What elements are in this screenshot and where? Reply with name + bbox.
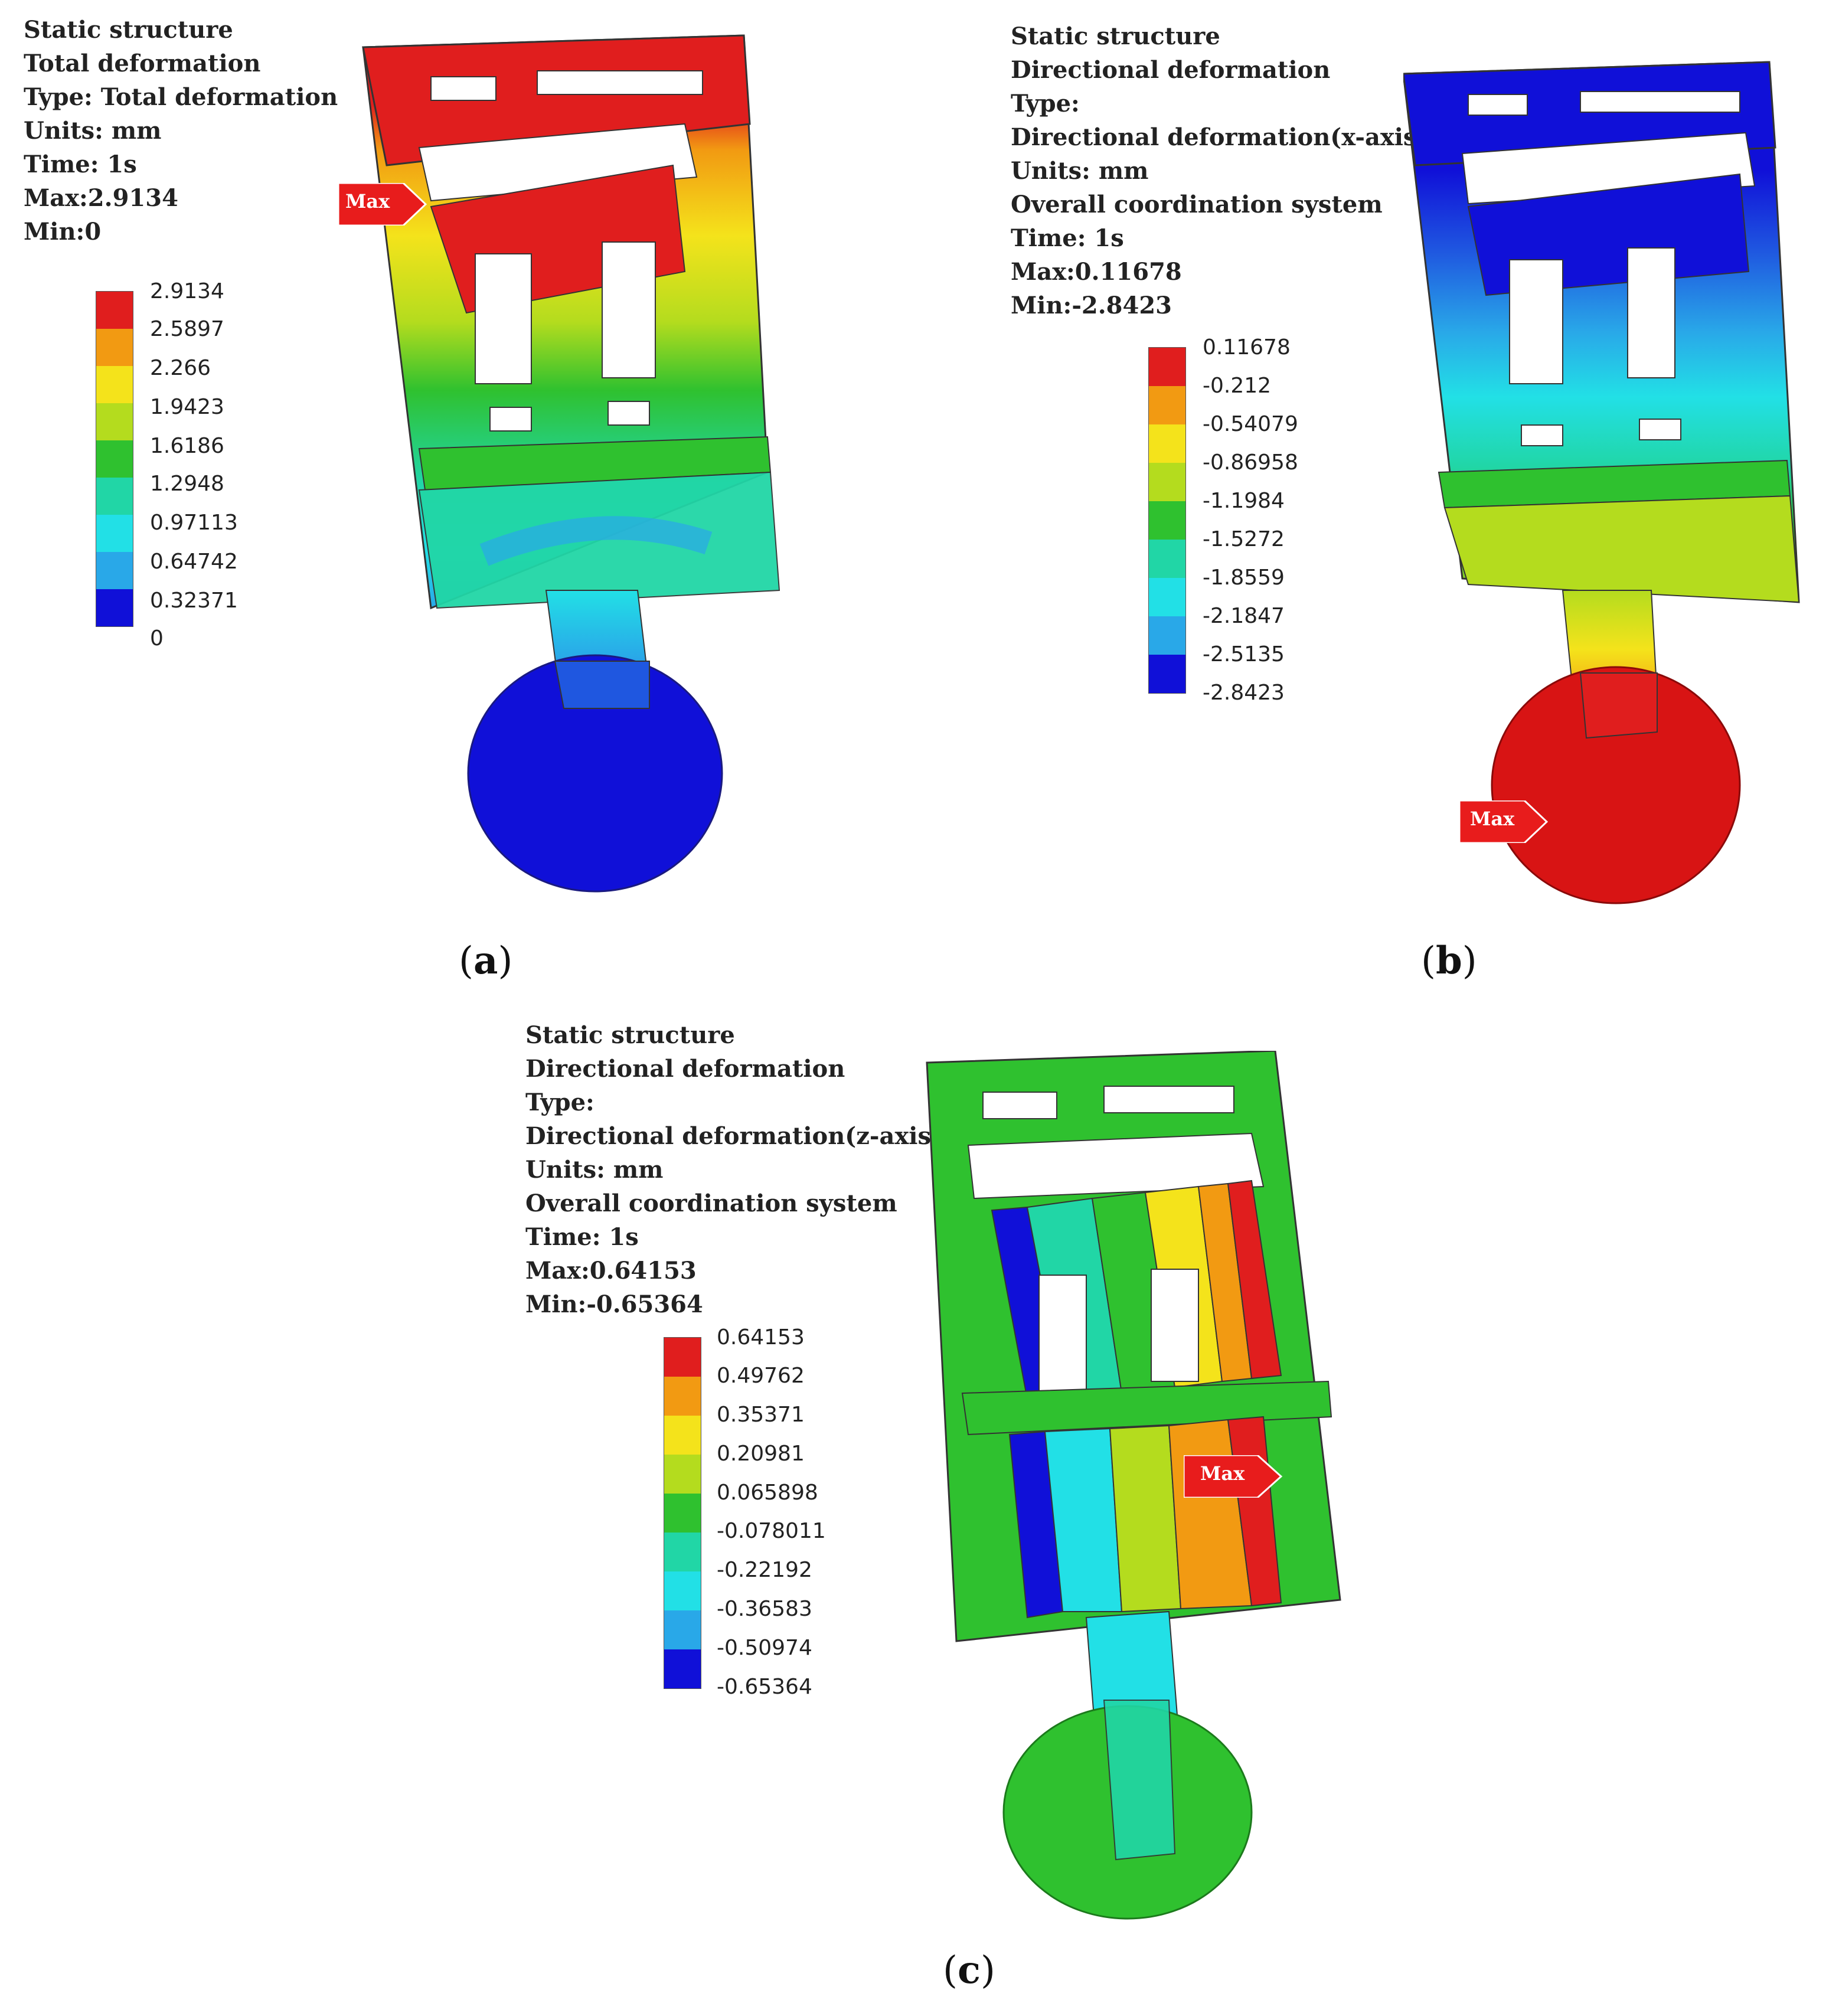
info-line: Directional deformation (525, 1055, 845, 1083)
max-marker-b: Max (1458, 799, 1549, 845)
legend-tick: 0.97113 (150, 511, 238, 535)
info-line: Max:2.9134 (24, 184, 178, 212)
fea-model-b (1403, 61, 1800, 904)
legend-tick: -2.8423 (1203, 681, 1285, 705)
legend-tick: -0.86958 (1203, 450, 1298, 475)
legend-tick: -0.212 (1203, 374, 1272, 398)
caption-c: (c) (943, 1948, 995, 1992)
info-line: Min:-2.8423 (1011, 292, 1172, 319)
info-line: Type: Total deformation (24, 83, 338, 111)
info-line: Time: 1s (1011, 224, 1124, 252)
max-marker-a: Max (337, 182, 427, 228)
info-line: Overall coordination system (1011, 191, 1383, 218)
legend-tick: 0.64742 (150, 550, 238, 574)
legend-tick: 1.6186 (150, 434, 224, 458)
legend-color-bar (96, 291, 133, 627)
legend-tick: 0.20981 (717, 1442, 805, 1466)
info-line: Type: (1011, 90, 1080, 117)
info-line: Static structure (525, 1021, 735, 1049)
legend-tick: -2.5135 (1203, 642, 1285, 666)
info-line: Directional deformation(z-axis) (525, 1122, 942, 1150)
legend-tick: -1.5272 (1203, 527, 1285, 551)
fea-model-a (362, 34, 780, 893)
legend-tick: 0.11678 (1203, 335, 1291, 360)
info-line: Directional deformation (1011, 56, 1331, 84)
legend-tick: 0.065898 (717, 1481, 818, 1505)
legend-tick: -0.078011 (717, 1519, 826, 1543)
max-marker-c: Max (1183, 1454, 1284, 1500)
legend-tick: -2.1847 (1203, 604, 1285, 628)
info-line: Total deformation (24, 50, 261, 77)
legend-tick: 0.49762 (717, 1364, 805, 1388)
info-line: Max:0.64153 (525, 1257, 697, 1285)
legend-tick: 2.5897 (150, 317, 224, 341)
info-line: Min:-0.65364 (525, 1290, 703, 1318)
info-line: Static structure (24, 16, 233, 44)
info-block-a: Static structure Total deformation Type:… (24, 13, 338, 249)
max-marker-label: Max (345, 190, 390, 213)
legend-tick: 0.35371 (717, 1403, 805, 1427)
legend-tick: 0.64153 (717, 1325, 805, 1350)
legend-tick: 2.9134 (150, 279, 224, 303)
info-line: Min:0 (24, 218, 102, 246)
legend-tick: -0.50974 (717, 1636, 812, 1660)
legend-color-bar (664, 1337, 701, 1689)
info-line: Directional deformation(x-axis) (1011, 123, 1428, 151)
legend-tick: 0 (150, 626, 164, 651)
info-block-b: Static structure Directional deformation… (1011, 19, 1428, 322)
legend-tick: -1.8559 (1203, 566, 1285, 590)
caption-letter: c (957, 1948, 981, 1992)
info-block-c: Static structure Directional deformation… (525, 1018, 942, 1321)
legend-tick: -0.54079 (1203, 412, 1298, 436)
fea-model-c (926, 1051, 1341, 1920)
caption-letter: a (473, 939, 498, 983)
legend-color-bar (1148, 347, 1186, 694)
caption-b: (b) (1421, 939, 1477, 983)
legend-tick: 2.266 (150, 356, 211, 380)
info-line: Overall coordination system (525, 1190, 897, 1217)
legend-tick: -1.1984 (1203, 489, 1285, 513)
info-line: Type: (525, 1089, 595, 1116)
panel-b: Static structure Directional deformation… (919, 0, 1839, 1004)
legend-tick: -0.65364 (717, 1675, 812, 1699)
info-line: Time: 1s (24, 151, 137, 178)
legend-tick: 1.2948 (150, 472, 224, 496)
info-line: Units: mm (525, 1156, 664, 1184)
panel-c: Static structure Directional deformation… (0, 1004, 1839, 2016)
caption-a: (a) (459, 939, 513, 983)
legend-tick: 0.32371 (150, 589, 238, 613)
max-marker-label: Max (1200, 1462, 1245, 1485)
caption-letter: b (1435, 939, 1462, 983)
panel-a: Static structure Total deformation Type:… (0, 0, 919, 1004)
info-line: Time: 1s (525, 1223, 639, 1251)
legend-tick: -0.36583 (717, 1597, 812, 1621)
info-line: Units: mm (24, 117, 162, 145)
info-line: Static structure (1011, 22, 1220, 50)
max-marker-label: Max (1470, 808, 1515, 830)
legend-tick: 1.9423 (150, 395, 224, 419)
legend-tick: -0.22192 (717, 1558, 812, 1582)
info-line: Units: mm (1011, 157, 1149, 185)
info-line: Max:0.11678 (1011, 258, 1182, 286)
